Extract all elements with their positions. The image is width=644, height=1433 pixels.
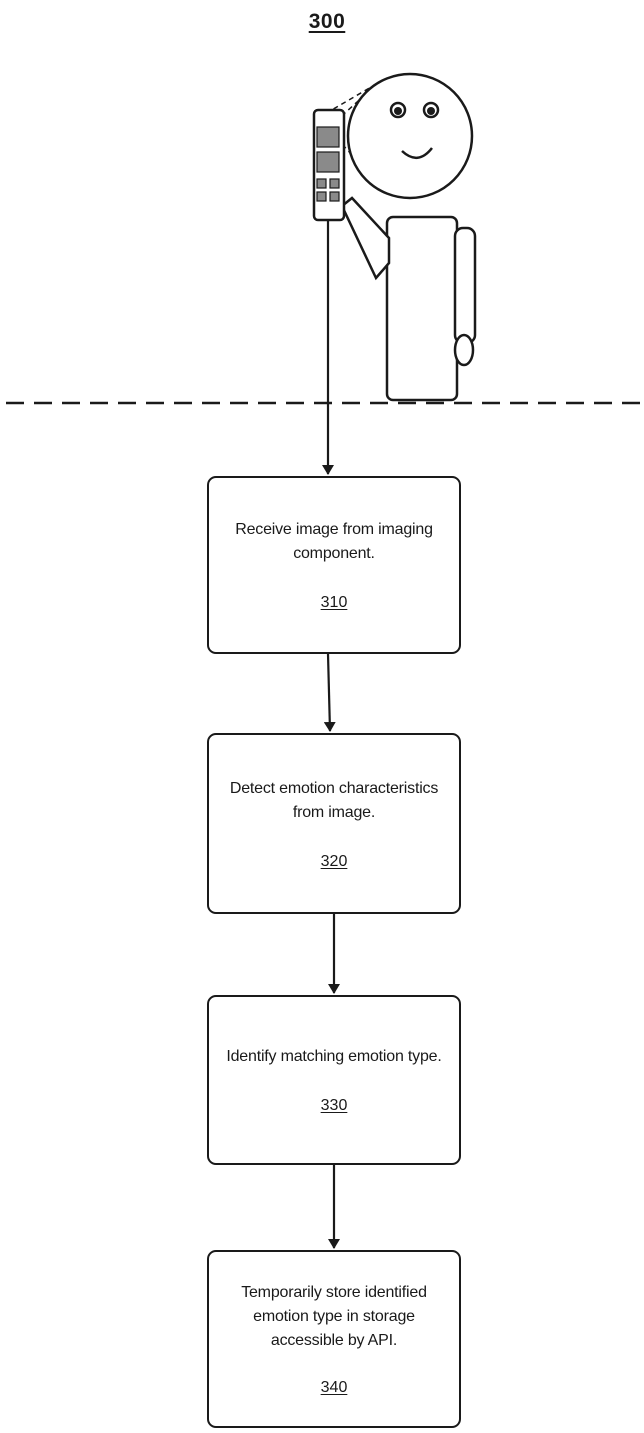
step-text: Receive image from imaging component.	[235, 521, 433, 562]
step-box-310: Receive image from imaging component. 31…	[207, 476, 461, 654]
arrow-310-to-320	[323, 653, 336, 732]
step-box-330: Identify matching emotion type. 330	[207, 995, 461, 1165]
user-smile-icon	[401, 147, 433, 159]
step-reference-number: 310	[320, 594, 348, 611]
user-figure	[312, 72, 477, 402]
step-box-320: Detect emotion characteristics from imag…	[207, 733, 461, 914]
user-head-icon	[346, 72, 474, 200]
user-left-arm-icon	[340, 196, 391, 281]
figure-number: 300	[308, 10, 346, 33]
step-text: Temporarily store identified emotion typ…	[241, 1284, 427, 1349]
smartphone-icon	[312, 108, 346, 222]
user-right-arm-icon	[453, 226, 477, 345]
step-text: Detect emotion characteristics from imag…	[229, 779, 439, 821]
flow-arrows	[322, 220, 340, 1249]
step-reference-number: 320	[320, 852, 348, 870]
step-box-340: Temporarily store identified emotion typ…	[207, 1250, 461, 1428]
step-text: Identify matching emotion type.	[226, 1048, 442, 1065]
step-reference-number: 330	[320, 1097, 348, 1114]
step-reference-number: 340	[320, 1379, 348, 1396]
user-right-hand-icon	[453, 333, 475, 367]
user-body-icon	[385, 215, 459, 402]
